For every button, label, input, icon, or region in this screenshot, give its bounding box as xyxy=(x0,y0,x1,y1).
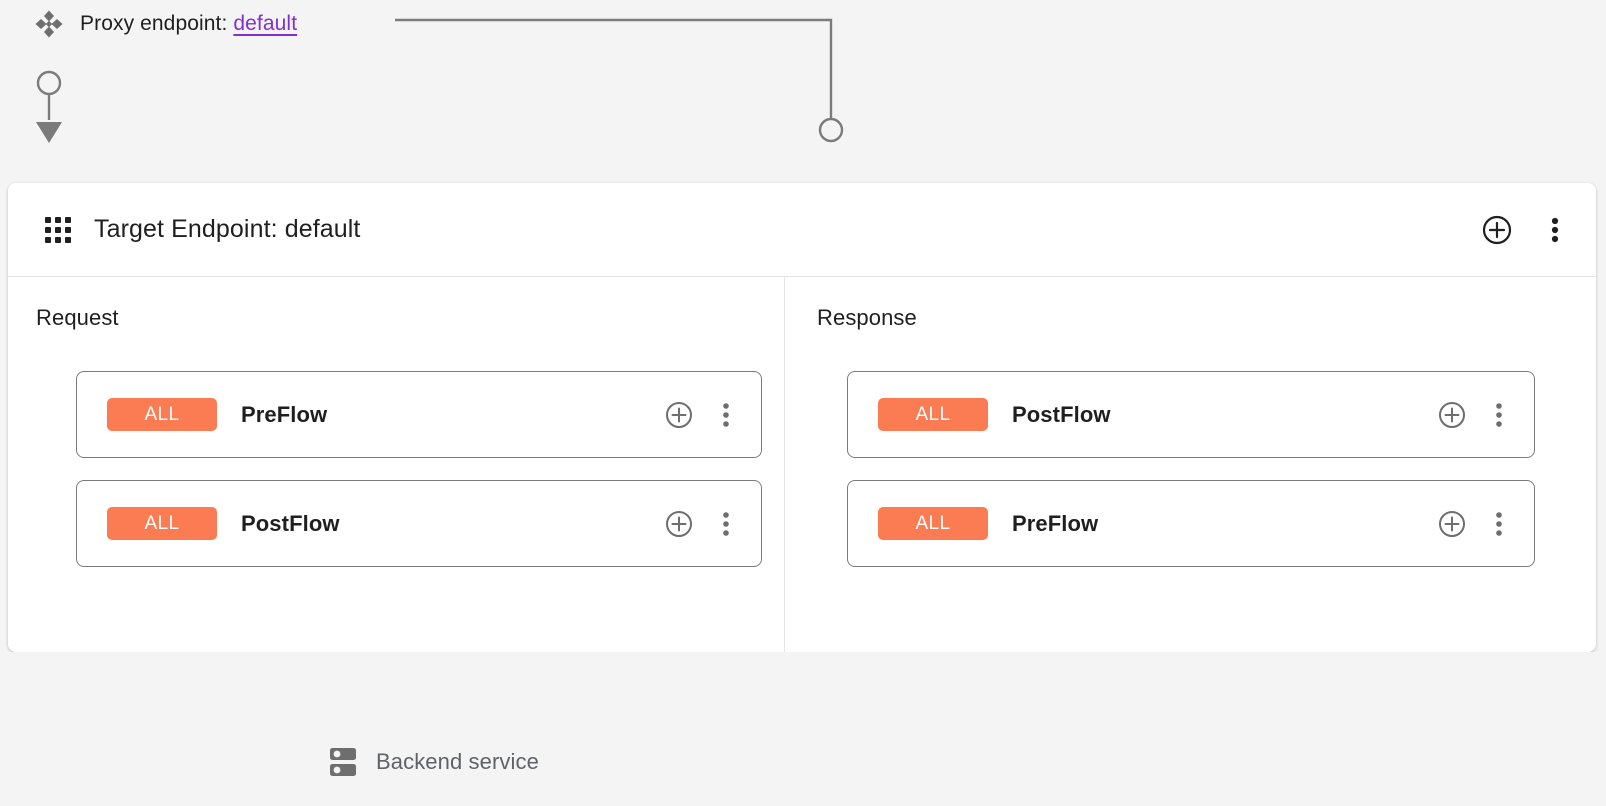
flow-card-request-preflow[interactable]: ALL PreFlow xyxy=(76,371,762,458)
request-flow-list: ALL PreFlow xyxy=(76,371,762,567)
flow-more-options-icon xyxy=(715,401,737,429)
add-icon xyxy=(1482,215,1512,245)
flow-card-actions xyxy=(665,401,737,429)
flow-more-options-button[interactable] xyxy=(1488,401,1510,429)
flow-more-options-button[interactable] xyxy=(715,510,737,538)
response-column: Response ALL PostFlow xyxy=(785,277,1596,652)
diamond-cluster-icon xyxy=(34,9,64,39)
add-policy-icon xyxy=(665,510,693,538)
more-options-icon xyxy=(1542,215,1568,245)
proxy-endpoint-strip: Proxy endpoint: default xyxy=(0,0,1606,183)
more-options-button[interactable] xyxy=(1542,215,1568,245)
target-endpoint-header: Target Endpoint: default xyxy=(8,183,1596,277)
add-button[interactable] xyxy=(1482,215,1512,245)
server-icon xyxy=(328,746,358,778)
flow-more-options-icon xyxy=(1488,401,1510,429)
flow-card-request-postflow[interactable]: ALL PostFlow xyxy=(76,480,762,567)
flow-more-options-button[interactable] xyxy=(715,401,737,429)
status-badge: ALL xyxy=(107,398,217,431)
status-badge: ALL xyxy=(878,507,988,540)
target-endpoint-panel: Target Endpoint: default xyxy=(8,183,1596,652)
status-badge: ALL xyxy=(878,398,988,431)
flow-name: PreFlow xyxy=(1012,510,1099,536)
add-policy-button[interactable] xyxy=(1438,401,1466,429)
target-endpoint-header-actions xyxy=(1482,215,1568,245)
backend-service-label: Backend service xyxy=(376,749,539,774)
add-policy-button[interactable] xyxy=(665,510,693,538)
flow-card-response-preflow[interactable]: ALL PreFlow xyxy=(847,480,1535,567)
flow-name: PostFlow xyxy=(1012,401,1111,427)
flow-more-options-icon xyxy=(715,510,737,538)
add-policy-button[interactable] xyxy=(665,401,693,429)
flow-more-options-icon xyxy=(1488,510,1510,538)
proxy-endpoint-label: Proxy endpoint: xyxy=(80,12,228,35)
backend-service-node[interactable]: Backend service xyxy=(318,746,549,778)
add-policy-icon xyxy=(1438,401,1466,429)
flow-more-options-button[interactable] xyxy=(1488,510,1510,538)
flow-card-actions xyxy=(665,510,737,538)
flow-name: PreFlow xyxy=(241,401,328,427)
backend-service-chip: Backend service xyxy=(318,746,549,778)
flow-columns: Request ALL PreFlow xyxy=(8,277,1596,652)
flow-name: PostFlow xyxy=(241,510,340,536)
grid-dots-icon xyxy=(44,216,72,244)
flow-card-actions xyxy=(1438,510,1510,538)
page-title: Target Endpoint: default xyxy=(94,215,361,243)
add-policy-icon xyxy=(665,401,693,429)
backend-service-strip xyxy=(0,652,1606,806)
proxy-endpoint-header: Proxy endpoint: default xyxy=(34,7,297,41)
flow-card-response-postflow[interactable]: ALL PostFlow xyxy=(847,371,1535,458)
add-policy-button[interactable] xyxy=(1438,510,1466,538)
proxy-endpoint-link[interactable]: default xyxy=(233,12,298,35)
add-policy-icon xyxy=(1438,510,1466,538)
response-column-label: Response xyxy=(817,305,917,330)
response-flow-list: ALL PostFlow xyxy=(847,371,1535,567)
flow-card-actions xyxy=(1438,401,1510,429)
request-column-label: Request xyxy=(36,305,119,330)
request-column: Request ALL PreFlow xyxy=(8,277,785,652)
status-badge: ALL xyxy=(107,507,217,540)
proxy-endpoint-title: Proxy endpoint: default xyxy=(80,12,297,36)
